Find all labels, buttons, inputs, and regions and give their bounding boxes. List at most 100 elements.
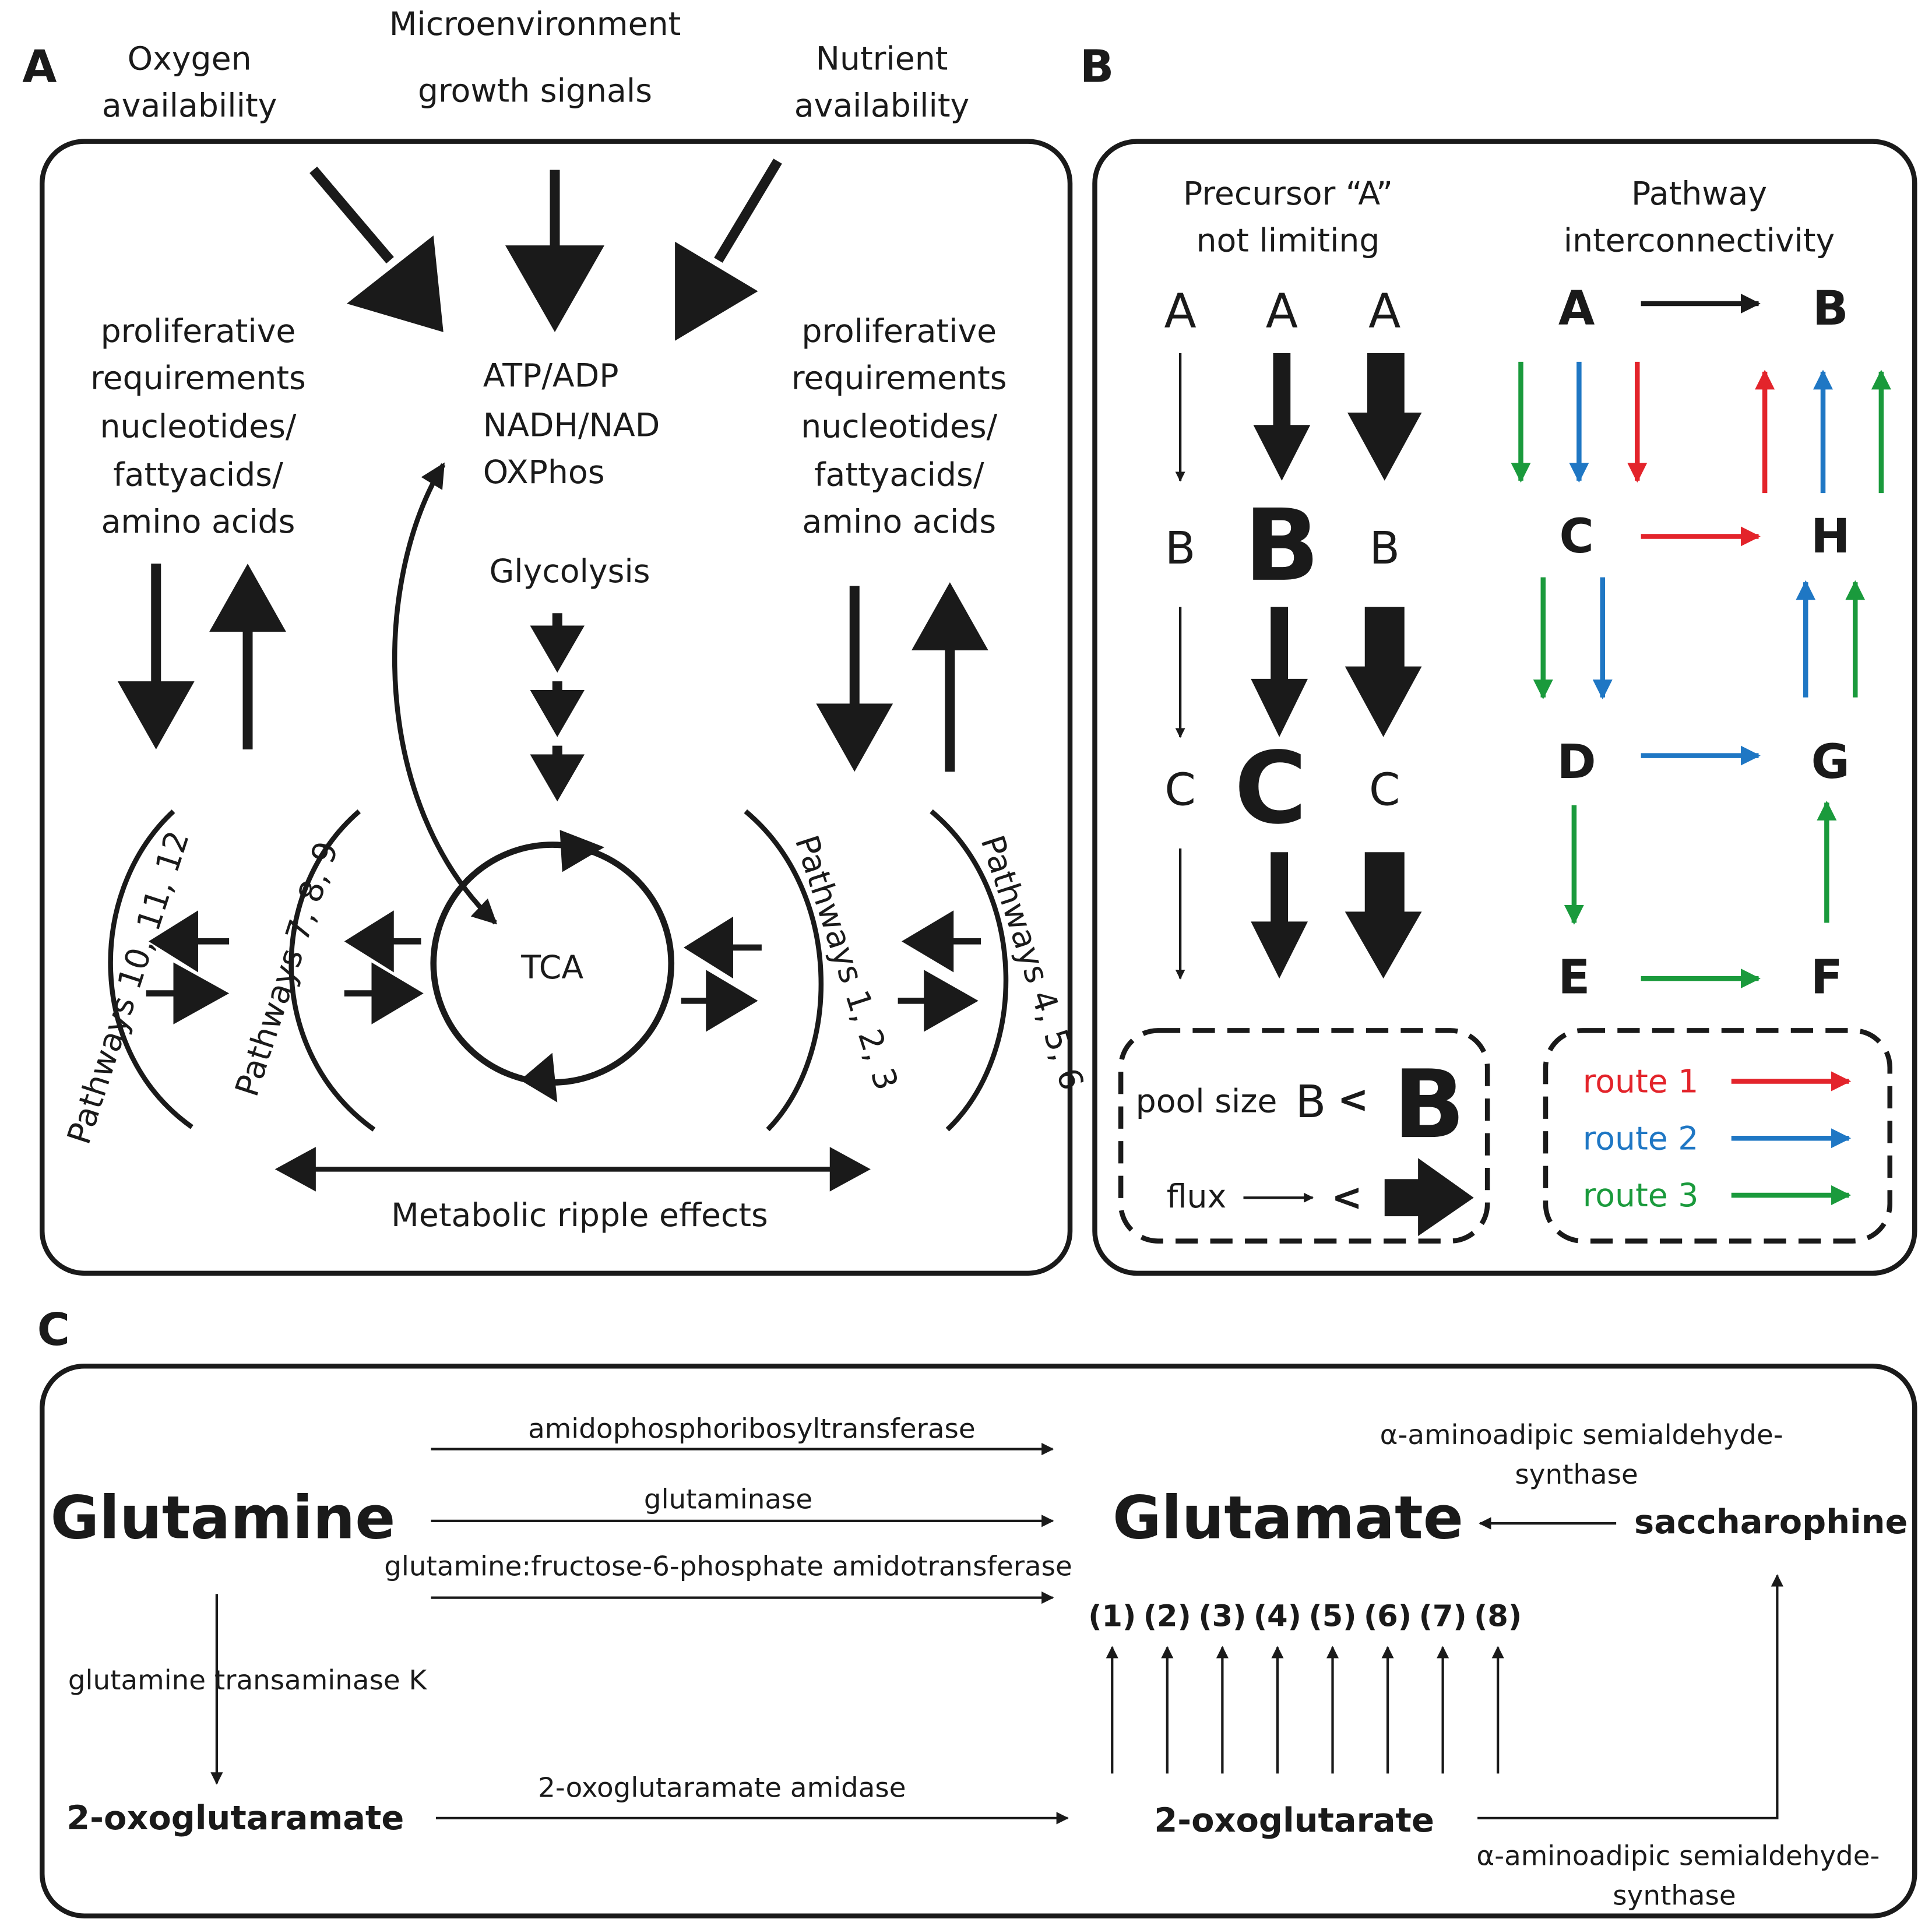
panel-c-frame [40,1363,1917,1918]
aass-bottom-1: α-aminoadipic semialdehyde- [1476,1841,1880,1872]
svg-text:C: C [1369,765,1400,816]
aass-top-1: α-aminoadipic semialdehyde- [1380,1420,1783,1451]
right-header-2: interconnectivity [1564,223,1835,260]
micro-label-2: growth signals [418,73,652,110]
network-arrows [1511,293,1891,989]
svg-text:C: C [1164,765,1195,816]
svg-text:proliferative: proliferative [801,313,997,350]
pathway-number-1: (1) [1088,1599,1136,1633]
pathways-4-6-label: Pathways 4, 5, 6 [973,831,1090,1095]
enzyme-amidase: 2-oxoglutaramate amidase [538,1773,906,1804]
side-arrows [146,910,981,1032]
svg-text:F: F [1811,950,1843,1005]
legend-flux-label: flux [1167,1178,1227,1216]
tca-label: TCA [520,949,583,987]
enzyme-glutaminase: glutaminase [644,1484,812,1516]
enzyme-gfat: glutamine:fructose-6-phosphate amidotran… [384,1551,1072,1582]
legend-right-box [1543,1028,1892,1244]
oxoglutarate-saccharophine-arrow [1477,1574,1783,1819]
svg-text:NADH/NAD: NADH/NAD [483,407,660,444]
svg-text:requirements: requirements [791,360,1007,397]
glutamine-label: Glutamine [51,1484,396,1553]
svg-text:B: B [1370,523,1400,575]
svg-text:D: D [1557,735,1596,790]
svg-text:ATP/ADP: ATP/ADP [483,357,619,395]
pathway-number-2: (2) [1143,1599,1191,1633]
glutamate-label: Glutamate [1113,1484,1463,1553]
oxoglutaramate-label: 2-oxoglutaramate [66,1798,404,1837]
enzyme-amidophospho: amidophosphoribosyltransferase [528,1413,976,1445]
pathway-number-5: (5) [1308,1599,1356,1633]
input-arrows [309,159,782,341]
svg-text:OXPhos: OXPhos [483,454,605,491]
oxoglutarate-label: 2-oxoglutarate [1154,1801,1434,1840]
legend-left-box [1118,1028,1490,1244]
aass-top-2: synthase [1515,1459,1638,1491]
prolif-left: proliferative requirements nucleotides/ … [90,313,306,541]
panel-b-letter: B [1080,41,1114,93]
left-header-2: not limiting [1196,223,1380,260]
svg-text:A: A [1266,284,1298,339]
svg-text:nucleotides/: nucleotides/ [801,408,997,445]
pathway-number-3: (3) [1198,1599,1246,1633]
pathway-number-8: (8) [1474,1599,1522,1633]
energy-labels: ATP/ADP NADH/NAD OXPhos Glycolysis [483,357,660,590]
svg-text:amino acids: amino acids [101,503,295,541]
aass-bottom-2: synthase [1613,1881,1736,1912]
svg-text:nucleotides/: nucleotides/ [100,408,296,445]
enzyme-transaminase: glutamine transaminase K [68,1665,428,1696]
left-header-1: Precursor “A” [1183,175,1393,213]
legend-flux-thick-arrow [1384,1158,1474,1237]
panel-a-frame [40,139,1073,1276]
svg-text:C: C [1234,731,1307,846]
route-label-2: route 2 [1583,1120,1699,1157]
legend-lt-2: < [1331,1176,1362,1219]
glutamine-glutamate-arrows [431,1442,1054,1604]
pathway-number-6: (6) [1364,1599,1412,1633]
svg-text:B: B [1165,523,1195,575]
pathway-number-4: (4) [1254,1599,1301,1633]
route-label-1: route 1 [1583,1064,1699,1101]
svg-text:amino acids: amino acids [802,503,996,541]
glycolysis-label: Glycolysis [489,553,650,590]
svg-text:A: A [1558,281,1595,336]
legend-lt-1: < [1338,1079,1368,1122]
nutrient-label-1: Nutrient [816,40,948,78]
panel-c-letter: C [37,1304,70,1356]
saccharophine-label: saccharophine [1634,1502,1908,1541]
chain-col-3: A B C [1345,284,1422,979]
ripple-label: Metabolic ripple effects [391,1197,768,1234]
pathways-7-9-label: Pathways 7, 8, 9 [228,837,346,1101]
oxphos-tca-arrow [392,462,498,925]
chain-col-1: A B C [1164,284,1196,980]
glycolysis-arrows [530,613,585,802]
oxygen-label-1: Oxygen [128,40,252,78]
legend-pool-small: B [1296,1076,1326,1128]
panel-b: B Precursor “A” not limiting Pathway int… [1080,41,1917,1276]
network-letters: A B C H D G E F [1557,281,1850,1005]
chain-col-2: A B C [1234,284,1320,979]
svg-text:A: A [1164,284,1196,339]
svg-text:B: B [1813,281,1849,336]
svg-text:H: H [1811,509,1850,564]
route-label-3: route 3 [1583,1177,1699,1214]
oxygen-label-2: availability [102,87,277,125]
panel-c: C Glutamine Glutamate saccharophine 2-ox… [37,1304,1917,1918]
svg-text:proliferative: proliferative [101,313,296,350]
svg-text:C: C [1559,509,1593,564]
panel-b-frame [1092,139,1917,1276]
micro-label-1: Microenvironment [389,6,681,43]
prolif-right: proliferative requirements nucleotides/ … [791,313,1007,541]
svg-text:B: B [1244,488,1320,604]
panel-a: A Oxygen availability Microenvironment g… [22,6,1090,1276]
svg-text:requirements: requirements [90,360,306,397]
tca-cycle: TCA [430,830,675,1103]
nutrient-label-2: availability [794,87,969,125]
numbered-arrows: (1)(2)(3)(4)(5)(6)(7)(8) [1088,1599,1522,1774]
route-legend: route 1 route 2 route 3 [1583,1064,1852,1214]
legend-pool-label: pool size [1136,1083,1278,1121]
pathway-number-7: (7) [1419,1599,1467,1633]
svg-text:fattyacids/: fattyacids/ [814,456,984,494]
right-header-1: Pathway [1631,175,1767,213]
